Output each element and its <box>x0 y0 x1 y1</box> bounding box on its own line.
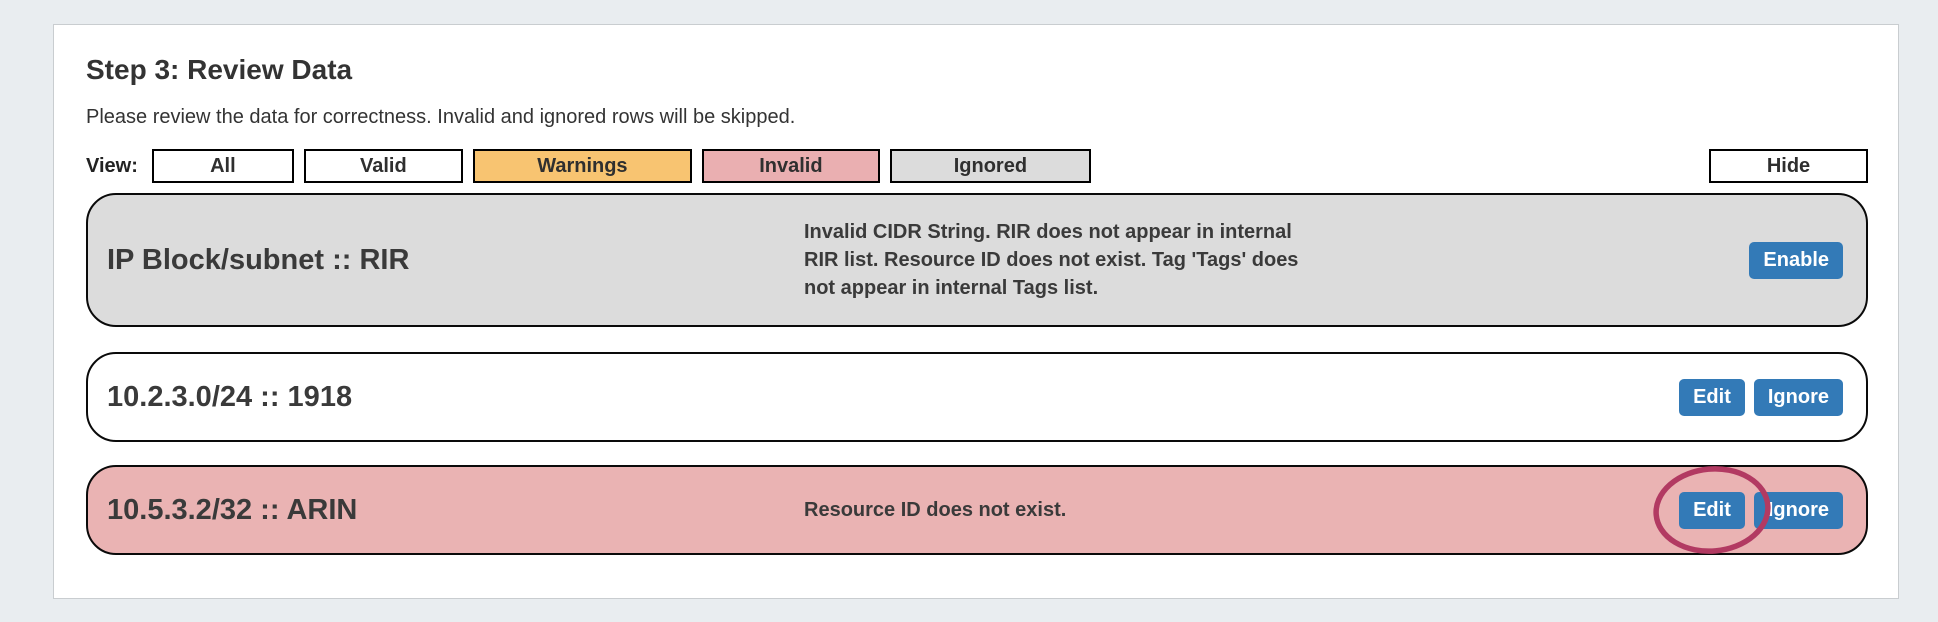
review-row-invalid: 10.5.3.2/32 :: ARIN Resource ID does not… <box>86 465 1868 555</box>
page-title: Step 3: Review Data <box>86 54 353 85</box>
row-title: IP Block/subnet :: RIR <box>107 243 410 276</box>
ignore-button[interactable]: Ignore <box>1753 491 1843 529</box>
page-subtitle: Please review the data for correctness. … <box>86 106 796 128</box>
row-message-line: Invalid CIDR String. RIR does not appear… <box>804 221 1292 243</box>
filter-valid-button[interactable]: Valid <box>303 149 463 183</box>
edit-button[interactable]: Edit <box>1679 378 1745 416</box>
row-warning-message: Invalid CIDR String. RIR does not appear… <box>804 218 1749 302</box>
hide-button[interactable]: Hide <box>1709 149 1868 183</box>
row-actions: Edit Ignore <box>1679 378 1843 416</box>
review-row-ignored: IP Block/subnet :: RIR Invalid CIDR Stri… <box>86 193 1868 327</box>
row-actions: Edit Ignore <box>1653 466 1843 554</box>
review-row-valid: 10.2.3.0/24 :: 1918 Edit Ignore <box>86 352 1868 442</box>
edit-button[interactable]: Edit <box>1679 491 1745 529</box>
row-message-line: RIR list. Resource ID does not exist. Ta… <box>804 249 1299 271</box>
row-title: 10.5.3.2/32 :: ARIN <box>107 493 358 526</box>
review-panel: Step 3: Review Data Please review the da… <box>53 24 1899 599</box>
edit-button-annotated-wrap: Edit <box>1653 466 1771 554</box>
filter-bar: View: All Valid Warnings Invalid Ignored… <box>86 149 1868 183</box>
row-error-message: Resource ID does not exist. <box>804 499 1067 521</box>
ignore-button[interactable]: Ignore <box>1753 378 1843 416</box>
filter-all-button[interactable]: All <box>151 149 294 183</box>
view-label: View: <box>86 154 138 177</box>
row-message-line: not appear in internal Tags list. <box>804 277 1099 299</box>
filter-invalid-button[interactable]: Invalid <box>701 149 880 183</box>
enable-button[interactable]: Enable <box>1749 241 1843 279</box>
row-title: 10.2.3.0/24 :: 1918 <box>107 380 353 413</box>
filter-ignored-button[interactable]: Ignored <box>889 149 1091 183</box>
filter-warnings-button[interactable]: Warnings <box>472 149 692 183</box>
row-actions: Enable <box>1749 241 1843 279</box>
